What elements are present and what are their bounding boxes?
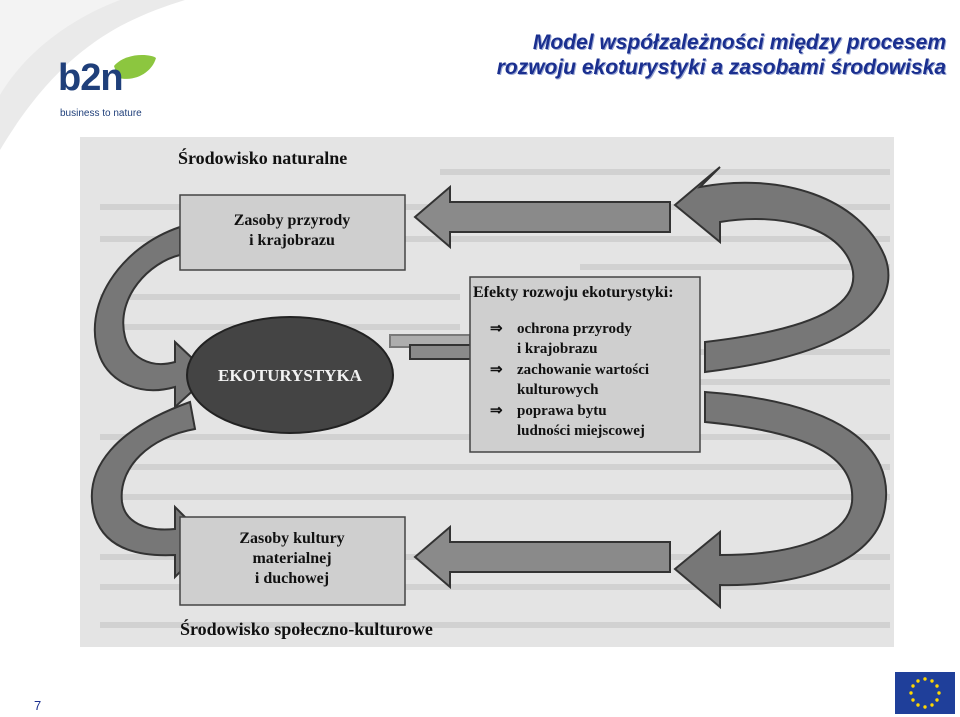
nature-box-line2: i krajobrazu — [249, 232, 335, 249]
page-number: 7 — [34, 698, 42, 713]
effect-1-arrow: ⇒ — [490, 321, 503, 337]
culture-box-line1: Zasoby kultury — [239, 530, 344, 547]
social-cultural-environment-label: Środowisko społeczno-kulturowe — [180, 618, 433, 639]
ecotourism-diagram: Zasoby przyrody i krajobrazu Środowisko … — [80, 137, 894, 647]
effect-1-line1: ochrona przyrody — [517, 321, 632, 337]
curved-arrow-bottom-right — [673, 390, 888, 610]
logo-tagline: business to nature — [60, 108, 142, 119]
b2n-logo — [56, 52, 166, 124]
nature-box-line1: Zasoby przyrody — [234, 212, 351, 229]
effects-list: ⇒ ochrona przyrody i krajobrazu ⇒ zachow… — [490, 321, 649, 439]
effect-3-line2: ludności miejscowej — [517, 423, 645, 439]
ecotourism-label: EKOTURYSTYKA — [218, 366, 363, 385]
straight-arrow-bottom — [413, 524, 671, 590]
culture-box-line2: materialnej — [252, 550, 331, 567]
nature-resources-box — [179, 194, 406, 271]
effect-2-line2: kulturowych — [517, 382, 599, 398]
natural-environment-label: Środowisko naturalne — [178, 147, 347, 168]
effect-3-line1: poprawa bytu — [517, 403, 607, 419]
straight-arrows — [389, 184, 671, 590]
effect-3-arrow: ⇒ — [490, 403, 503, 419]
effects-box — [469, 276, 701, 453]
curved-arrow-top-right — [673, 166, 890, 374]
straight-arrow-top — [413, 184, 671, 250]
ecotourism-ellipse — [186, 316, 394, 434]
title-line-2: rozwoju ekoturystyki a zasobami środowis… — [496, 56, 946, 79]
corner-swoosh-decoration — [0, 0, 185, 150]
effect-2-line1: zachowanie wartości — [517, 362, 649, 378]
effects-title: Efekty rozwoju ekoturystyki: — [473, 284, 674, 301]
page-title: Model współzależności między procesem ro… — [497, 30, 946, 80]
eu-flag-icon — [895, 672, 955, 714]
effect-1-line2: i krajobrazu — [517, 341, 597, 357]
effect-2-arrow: ⇒ — [490, 362, 503, 378]
title-line-1: Model współzależności między procesem — [532, 31, 946, 54]
culture-box-line3: i duchowej — [255, 570, 329, 587]
leaf-icon — [114, 55, 156, 79]
logo-wordmark: b2n — [58, 57, 124, 99]
culture-resources-box — [179, 516, 406, 606]
